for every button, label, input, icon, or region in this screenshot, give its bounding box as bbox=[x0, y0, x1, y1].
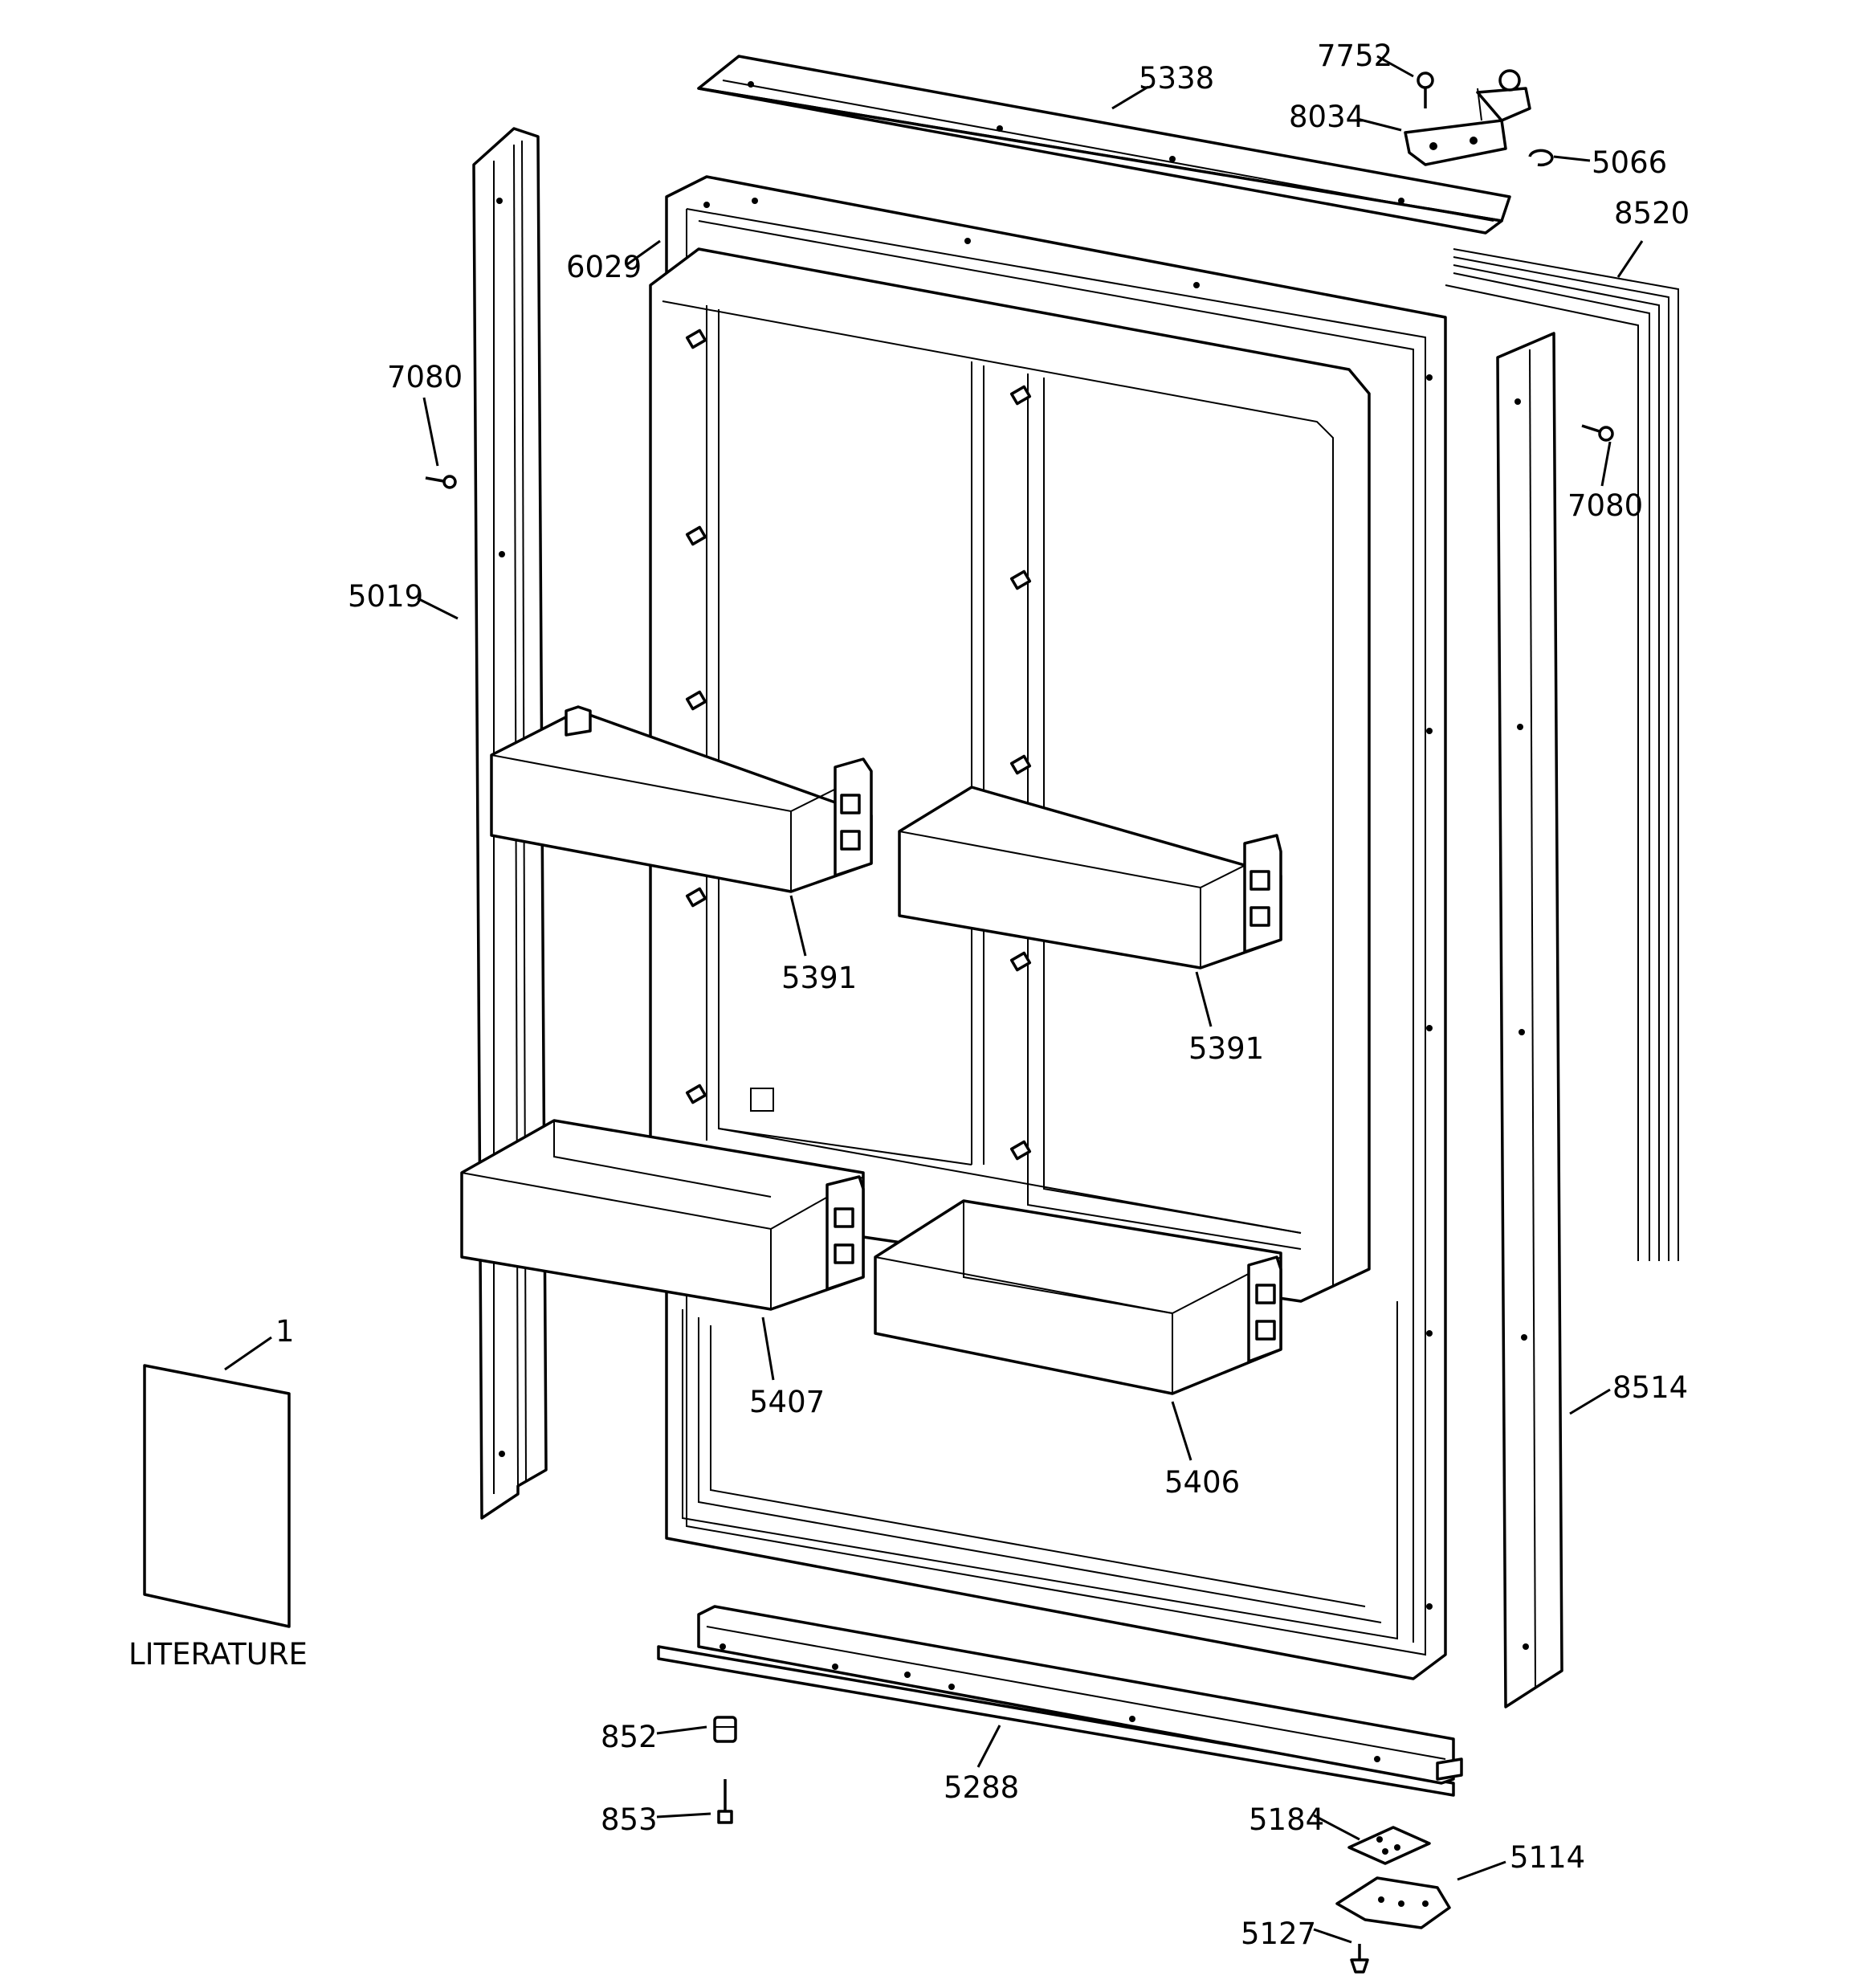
label-literature: LITERATURE bbox=[128, 1637, 308, 1672]
shelf-5391-right bbox=[898, 786, 1282, 970]
label-852: 852 bbox=[601, 1720, 658, 1754]
label-5407: 5407 bbox=[749, 1385, 825, 1419]
label-5406: 5406 bbox=[1164, 1465, 1240, 1500]
label-5184: 5184 bbox=[1249, 1802, 1324, 1837]
shelf-5406 bbox=[874, 1199, 1282, 1395]
label-6029: 6029 bbox=[566, 250, 642, 284]
screw-853 bbox=[717, 1779, 733, 1824]
inner-liner bbox=[649, 247, 1398, 1640]
label-8034: 8034 bbox=[1289, 100, 1364, 134]
label-5066: 5066 bbox=[1592, 145, 1667, 180]
label-8514: 8514 bbox=[1612, 1370, 1688, 1405]
plate-5114 bbox=[1335, 1876, 1451, 1929]
label-5127: 5127 bbox=[1241, 1917, 1316, 1951]
label-7752: 7752 bbox=[1317, 39, 1392, 73]
screw-5127 bbox=[1350, 1944, 1369, 1974]
literature-booklet bbox=[143, 1364, 291, 1628]
leader-lines bbox=[224, 55, 1644, 1944]
screw-7080-right bbox=[1581, 424, 1614, 442]
plate-5184 bbox=[1347, 1826, 1431, 1865]
shelf-5407 bbox=[460, 1119, 865, 1311]
label-5114: 5114 bbox=[1510, 1840, 1585, 1875]
label-5391-left: 5391 bbox=[781, 961, 857, 995]
part-labels: 7752 5338 8034 5066 8520 6029 7080 7080 … bbox=[128, 39, 1690, 1951]
label-5391-right: 5391 bbox=[1188, 1031, 1264, 1066]
label-5338: 5338 bbox=[1139, 61, 1214, 96]
label-8520: 8520 bbox=[1614, 196, 1690, 231]
screw-7752 bbox=[1417, 71, 1434, 108]
bottom-trim-5288 bbox=[657, 1605, 1463, 1797]
label-7080-left: 7080 bbox=[387, 360, 463, 394]
washer-5066 bbox=[1528, 149, 1554, 167]
cap-852 bbox=[713, 1716, 737, 1743]
label-1: 1 bbox=[275, 1314, 295, 1349]
label-5288: 5288 bbox=[944, 1770, 1019, 1805]
shelf-5391-left bbox=[490, 705, 873, 893]
label-853: 853 bbox=[601, 1802, 658, 1837]
side-trim-8514 bbox=[1496, 332, 1563, 1708]
top-trim-5338 bbox=[697, 55, 1511, 235]
label-5019: 5019 bbox=[348, 579, 423, 614]
screw-7080-left bbox=[425, 475, 457, 489]
hinge-8034 bbox=[1404, 69, 1531, 166]
gasket-8520 bbox=[1445, 248, 1679, 1261]
label-7080-right: 7080 bbox=[1567, 488, 1643, 523]
